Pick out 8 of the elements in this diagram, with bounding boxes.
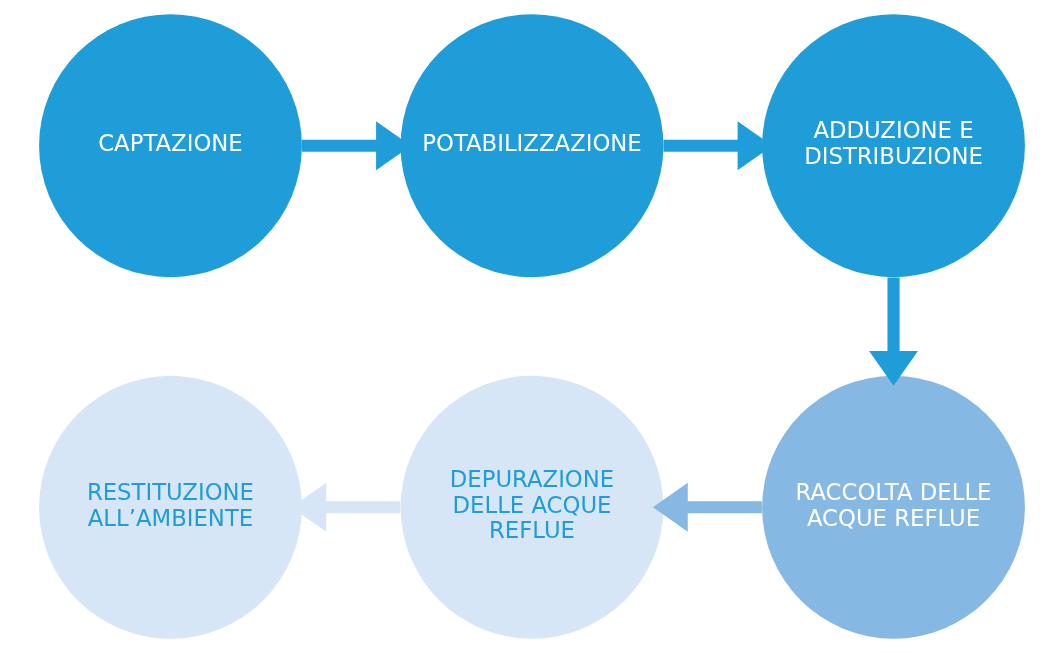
node-circle: DEPURAZIONE DELLE ACQUE REFLUE (400, 375, 663, 639)
node-circle: POTABILIZZAZIONE (400, 14, 663, 278)
arrow (868, 277, 918, 386)
arrow (652, 482, 762, 532)
node-circle: RESTITUZIONE ALL’AMBIENTE (38, 375, 302, 639)
node-circle: RACCOLTA DELLE ACQUE REFLUE (761, 375, 1025, 639)
node-circle: ADDUZIONE E DISTRIBUZIONE (761, 14, 1025, 278)
node-circle: CAPTAZIONE (38, 14, 302, 278)
